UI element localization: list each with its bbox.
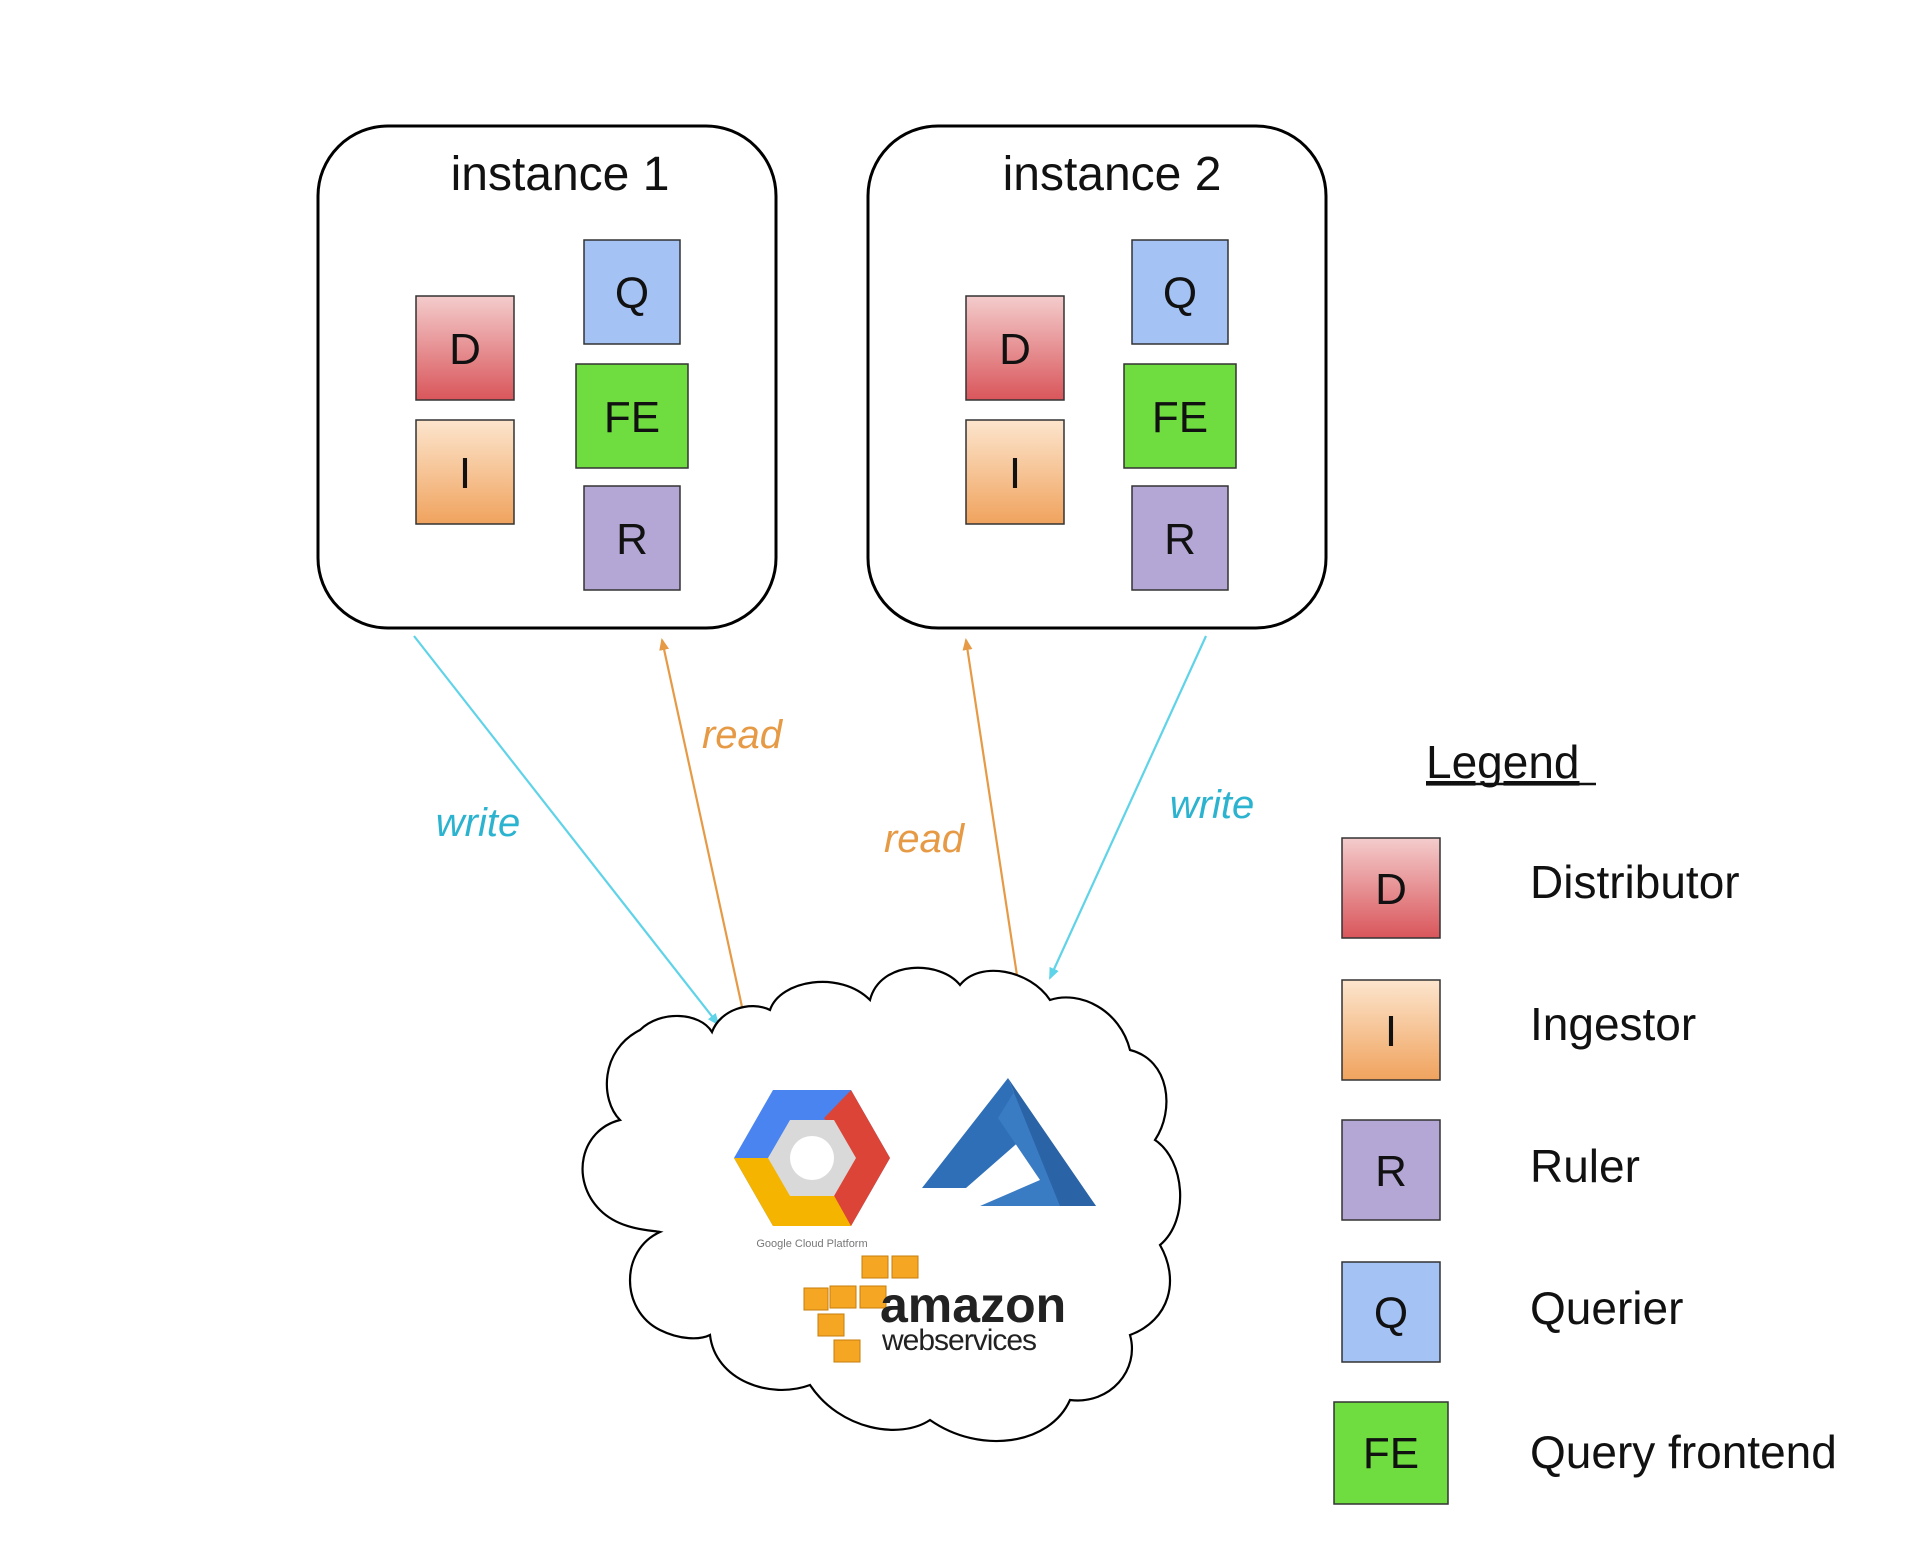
legend-label-querier: Querier bbox=[1530, 1282, 1683, 1334]
legend-swatch-distributor bbox=[1341, 837, 1441, 939]
instance-1-ruler-label: R bbox=[616, 515, 648, 564]
cloud-outline bbox=[581, 966, 1182, 1443]
legend-item-query-frontend: FE Query frontend bbox=[1333, 1401, 1837, 1505]
instance-1-frontend-box: FE bbox=[575, 363, 689, 469]
write-arrow-left bbox=[413, 635, 720, 1026]
legend-code-query-frontend: FE bbox=[1363, 1429, 1419, 1478]
instance-2-distributor-label: D bbox=[999, 325, 1031, 374]
read-label-left: read bbox=[702, 713, 784, 757]
edges: write read read write bbox=[413, 635, 1254, 1026]
instance-2-ingestor-label: I bbox=[1009, 449, 1021, 498]
aws-subwordmark: webservices bbox=[881, 1324, 1036, 1357]
legend-item-ingestor: I Ingestor bbox=[1341, 979, 1696, 1081]
instance-1-title: instance 1 bbox=[451, 148, 670, 201]
legend-label-ingestor: Ingestor bbox=[1530, 998, 1696, 1050]
amazon-web-services-icon bbox=[803, 1255, 919, 1363]
instance-1-frame bbox=[316, 124, 778, 630]
legend-item-ruler: R Ruler bbox=[1341, 1119, 1640, 1221]
legend-label-distributor: Distributor bbox=[1530, 856, 1740, 908]
instance-1-distributor-label: D bbox=[449, 325, 481, 374]
legend-label-query-frontend: Query frontend bbox=[1530, 1426, 1837, 1478]
azure-icon bbox=[922, 1078, 1096, 1206]
instance-2-title: instance 2 bbox=[1003, 148, 1222, 201]
write-label-right: write bbox=[1170, 783, 1254, 827]
legend-title: Legend bbox=[1426, 736, 1580, 788]
instance-2-ruler-label: R bbox=[1164, 515, 1196, 564]
legend-swatch-querier bbox=[1341, 1261, 1441, 1363]
legend-item-querier: Q Querier bbox=[1341, 1261, 1683, 1363]
legend-swatch-query-frontend bbox=[1333, 1401, 1449, 1505]
instance-1-ingestor-box: I bbox=[415, 419, 515, 525]
gcp-caption: Google Cloud Platform bbox=[756, 1238, 867, 1250]
write-arrow-right bbox=[1048, 635, 1208, 980]
legend-item-distributor: D Distributor bbox=[1341, 837, 1740, 939]
instance-2-frame bbox=[866, 124, 1328, 630]
legend-swatch-ingestor bbox=[1341, 979, 1441, 1081]
instance-1-ingestor-label: I bbox=[459, 449, 471, 498]
legend-code-querier: Q bbox=[1374, 1289, 1408, 1338]
instance-1-querier-box: Q bbox=[583, 239, 681, 345]
instance-1-frontend-label: FE bbox=[604, 393, 660, 442]
instance-1-distributor-box: D bbox=[415, 295, 515, 401]
instance-2-querier-label: Q bbox=[1163, 269, 1197, 318]
read-arrow-right bbox=[962, 638, 1020, 983]
instance-2: instance 2 D I Q FE R bbox=[866, 124, 1328, 630]
instance-2-ruler-box: R bbox=[1131, 485, 1229, 591]
legend-code-distributor: D bbox=[1375, 865, 1407, 914]
instance-1: instance 1 D I Q FE R bbox=[316, 124, 778, 630]
legend-code-ingestor: I bbox=[1385, 1007, 1397, 1056]
storage-cloud: Google Cloud Platform amazon webservices bbox=[581, 966, 1182, 1443]
legend-swatch-ruler bbox=[1341, 1119, 1441, 1221]
google-cloud-platform-icon bbox=[734, 1090, 890, 1226]
legend-code-ruler: R bbox=[1375, 1147, 1407, 1196]
instance-2-ingestor-box: I bbox=[965, 419, 1065, 525]
aws-wordmark: amazon bbox=[880, 1277, 1066, 1333]
legend: Legend D Distributor I Ingestor R Ruler … bbox=[1333, 736, 1837, 1505]
read-arrow-left bbox=[659, 638, 746, 1017]
instance-2-distributor-box: D bbox=[965, 295, 1065, 401]
instance-2-frontend-box: FE bbox=[1123, 363, 1237, 469]
write-label-left: write bbox=[436, 801, 520, 845]
instance-1-ruler-box: R bbox=[583, 485, 681, 591]
instance-2-querier-box: Q bbox=[1131, 239, 1229, 345]
instance-2-frontend-label: FE bbox=[1152, 393, 1208, 442]
read-label-right: read bbox=[884, 817, 966, 861]
instance-1-querier-label: Q bbox=[615, 269, 649, 318]
legend-label-ruler: Ruler bbox=[1530, 1140, 1640, 1192]
